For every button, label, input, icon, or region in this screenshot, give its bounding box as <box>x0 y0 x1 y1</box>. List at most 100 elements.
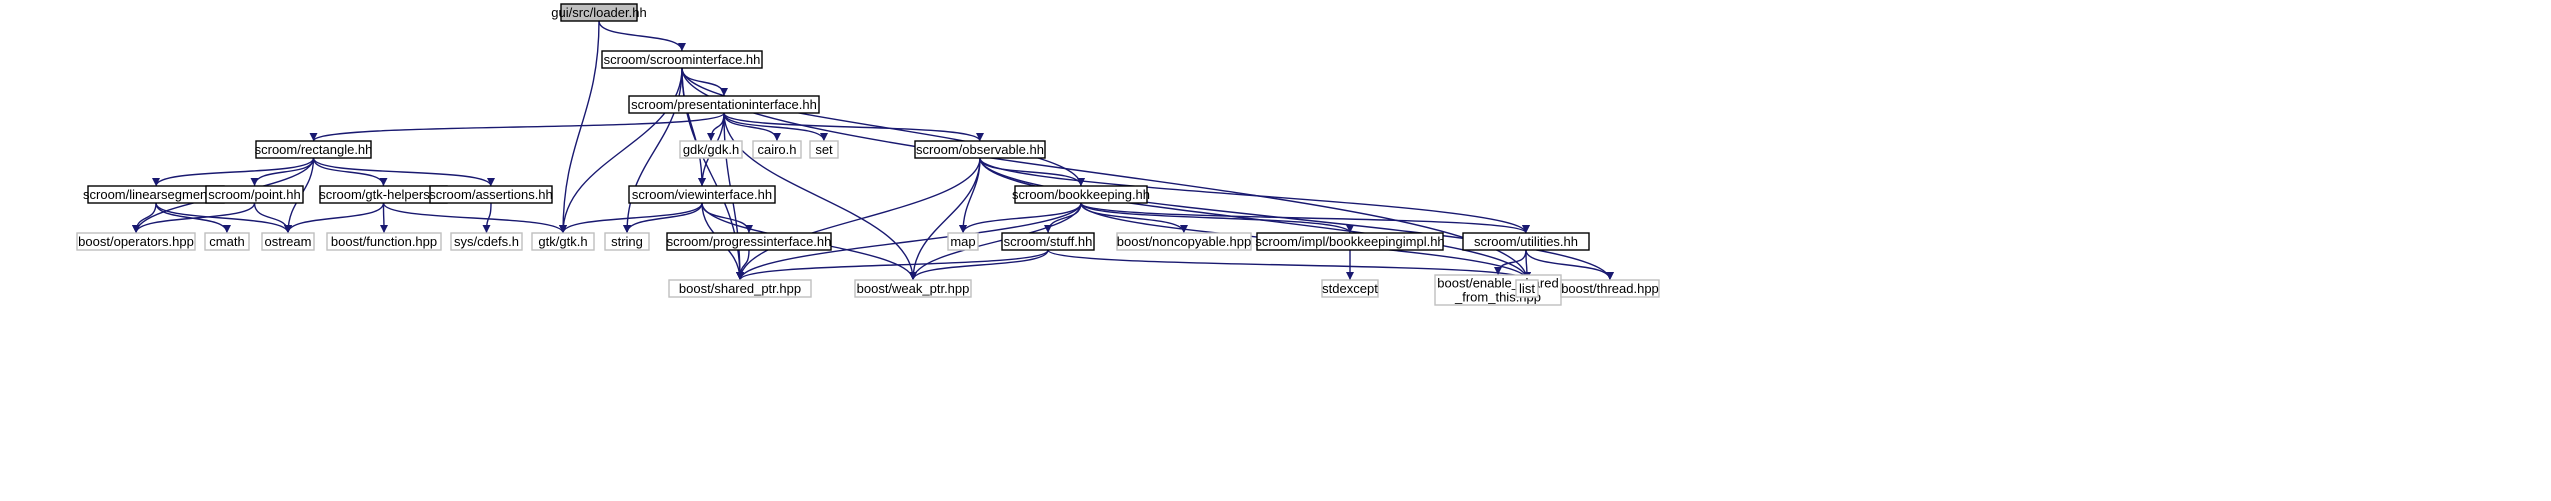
edge-stuff-to-shared_ptr <box>736 249 1049 281</box>
edge-scroominterface-to-bookkeeping <box>681 67 1085 187</box>
edge-scroominterface-to-viewinterface <box>681 67 706 187</box>
node-label-enable_shared: boost/enable_shared <box>1437 276 1558 291</box>
edge-viewinterface-to-string <box>623 202 703 234</box>
node-label-loader: gui/src/loader.hh <box>551 5 646 20</box>
edge-rectangle-to-assertions <box>312 157 495 187</box>
edge-linearsegment-to-ostream <box>155 202 292 234</box>
node-box-list <box>1515 279 1539 298</box>
node-box-viewinterface <box>628 185 776 204</box>
node-bookkeeping[interactable]: scroom/bookkeeping.hh <box>1012 185 1150 204</box>
edge-loader-to-gtk <box>559 20 600 234</box>
edge-presentationinterface-to-set <box>723 112 828 142</box>
node-label-viewinterface: scroom/viewinterface.hh <box>632 187 772 202</box>
node-box-cdefs <box>450 232 523 251</box>
node-box-rectangle <box>255 140 372 159</box>
edge-bookkeeping-to-stuff <box>1044 202 1082 234</box>
node-thread: boost/thread.hpp <box>1560 279 1660 298</box>
node-label-cairo: cairo.h <box>757 142 796 157</box>
node-label-presentationinterface: scroom/presentationinterface.hh <box>631 97 817 112</box>
node-label-shared_ptr: boost/shared_ptr.hpp <box>679 281 801 296</box>
node-label-stuff: scroom/stuff.hh <box>1004 234 1093 249</box>
node-progressinterface[interactable]: scroom/progressinterface.hh <box>666 232 832 251</box>
edge-gtkhelpers-to-gtk <box>382 202 567 234</box>
node-observable[interactable]: scroom/observable.hh <box>914 140 1046 159</box>
edge-rectangle-to-point <box>250 157 315 187</box>
edge-presentationinterface-to-observable <box>723 112 984 142</box>
node-box-thread <box>1560 279 1660 298</box>
node-box-function <box>326 232 442 251</box>
node-viewinterface[interactable]: scroom/viewinterface.hh <box>628 185 776 204</box>
node-enable_shared: boost/enable_shared_from_this.hpp <box>1434 274 1562 306</box>
nodes-layer: gui/src/loader.hh scroom/scroominterface.… <box>76 3 1660 306</box>
edge-presentationinterface-to-rectangle <box>309 112 725 142</box>
node-assertions[interactable]: scroom/assertions.hh <box>429 185 553 204</box>
node-label-cdefs: sys/cdefs.h <box>454 234 519 249</box>
node-gtkhelpers[interactable]: scroom/gtk-helpers.hh <box>319 185 448 204</box>
node-point[interactable]: scroom/point.hh <box>205 185 304 204</box>
node-box-noncopyable <box>1116 232 1252 251</box>
node-label-thread: boost/thread.hpp <box>1561 281 1659 296</box>
edge-assertions-to-cdefs <box>482 202 492 234</box>
edge-observable-to-utilities <box>979 157 1530 234</box>
node-label-bookkeepingimpl: scroom/impl/bookkeepingimpl.hh <box>1255 234 1444 249</box>
edge-loader-to-scroominterface <box>598 20 686 52</box>
edge-viewinterface-to-progressinterface <box>701 202 753 234</box>
node-label-gtk: gtk/gtk.h <box>538 234 587 249</box>
node-box-shared_ptr <box>668 279 812 298</box>
node-box-stuff <box>1001 232 1095 251</box>
node-box-cairo <box>752 140 802 159</box>
node-linearsegment[interactable]: scroom/linearsegment.hh <box>83 185 229 204</box>
node-label-operators: boost/operators.hpp <box>78 234 194 249</box>
node-shared_ptr: boost/shared_ptr.hpp <box>668 279 812 298</box>
node-box-gtk <box>531 232 595 251</box>
edge-observable-to-thread <box>979 157 1614 281</box>
node-box-observable <box>914 140 1046 159</box>
node-box-loader <box>560 3 638 22</box>
edge-observable-to-map <box>959 157 981 234</box>
edge-utilities-to-enable_shared <box>1494 249 1527 276</box>
node-box-cmath <box>204 232 250 251</box>
node-label-bookkeeping: scroom/bookkeeping.hh <box>1012 187 1150 202</box>
node-bookkeepingimpl[interactable]: scroom/impl/bookkeepingimpl.hh <box>1255 232 1445 251</box>
node-box-string <box>604 232 650 251</box>
edge-stuff-to-weak_ptr <box>909 249 1049 281</box>
node-presentationinterface[interactable]: scroom/presentationinterface.hh <box>628 95 820 114</box>
node-label-utilities: scroom/utilities.hh <box>1474 234 1578 249</box>
node-cairo: cairo.h <box>752 140 802 159</box>
edge-presentationinterface-to-weak_ptr <box>723 112 917 281</box>
node-stuff[interactable]: scroom/stuff.hh <box>1001 232 1095 251</box>
edge-gtkhelpers-to-ostream <box>284 202 385 234</box>
node-label-function: boost/function.hpp <box>331 234 437 249</box>
edge-bookkeeping-to-bookkeepingimpl <box>1080 202 1354 234</box>
node-box-point <box>205 185 304 204</box>
edge-observable-to-weak_ptr <box>909 157 981 281</box>
node-loader[interactable]: gui/src/loader.hh <box>551 3 647 22</box>
node-label-assertions: scroom/assertions.hh <box>429 187 553 202</box>
node-label-gtkhelpers: scroom/gtk-helpers.hh <box>319 187 448 202</box>
node-box-operators <box>76 232 196 251</box>
node-box-stdexcept <box>1321 279 1379 298</box>
node-box-assertions <box>429 185 553 204</box>
node-label-point: scroom/point.hh <box>208 187 301 202</box>
edge-observable-to-shared_ptr <box>736 157 981 281</box>
edge-presentationinterface-to-cairo <box>723 112 781 142</box>
node-gdk: gdk/gdk.h <box>679 140 743 159</box>
node-scroominterface[interactable]: scroom/scroominterface.hh <box>601 50 763 69</box>
node-weak_ptr: boost/weak_ptr.hpp <box>854 279 972 298</box>
node-rectangle[interactable]: scroom/rectangle.hh <box>255 140 373 159</box>
edge-scroominterface-to-string <box>623 67 683 234</box>
edge-bookkeeping-to-utilities <box>1080 202 1530 234</box>
node-label-map: map <box>950 234 975 249</box>
node-box-ostream <box>261 232 315 251</box>
edge-bookkeeping-to-shared_ptr <box>736 202 1082 281</box>
edge-utilities-to-thread <box>1525 249 1614 281</box>
node-stdexcept: stdexcept <box>1321 279 1379 298</box>
node-ostream: ostream <box>261 232 315 251</box>
node-noncopyable: boost/noncopyable.hpp <box>1116 232 1252 251</box>
node-box-map <box>947 232 979 251</box>
node-label-stdexcept: stdexcept <box>1322 281 1378 296</box>
node-cdefs: sys/cdefs.h <box>450 232 523 251</box>
node-label-ostream: ostream <box>265 234 312 249</box>
node-utilities[interactable]: scroom/utilities.hh <box>1462 232 1590 251</box>
